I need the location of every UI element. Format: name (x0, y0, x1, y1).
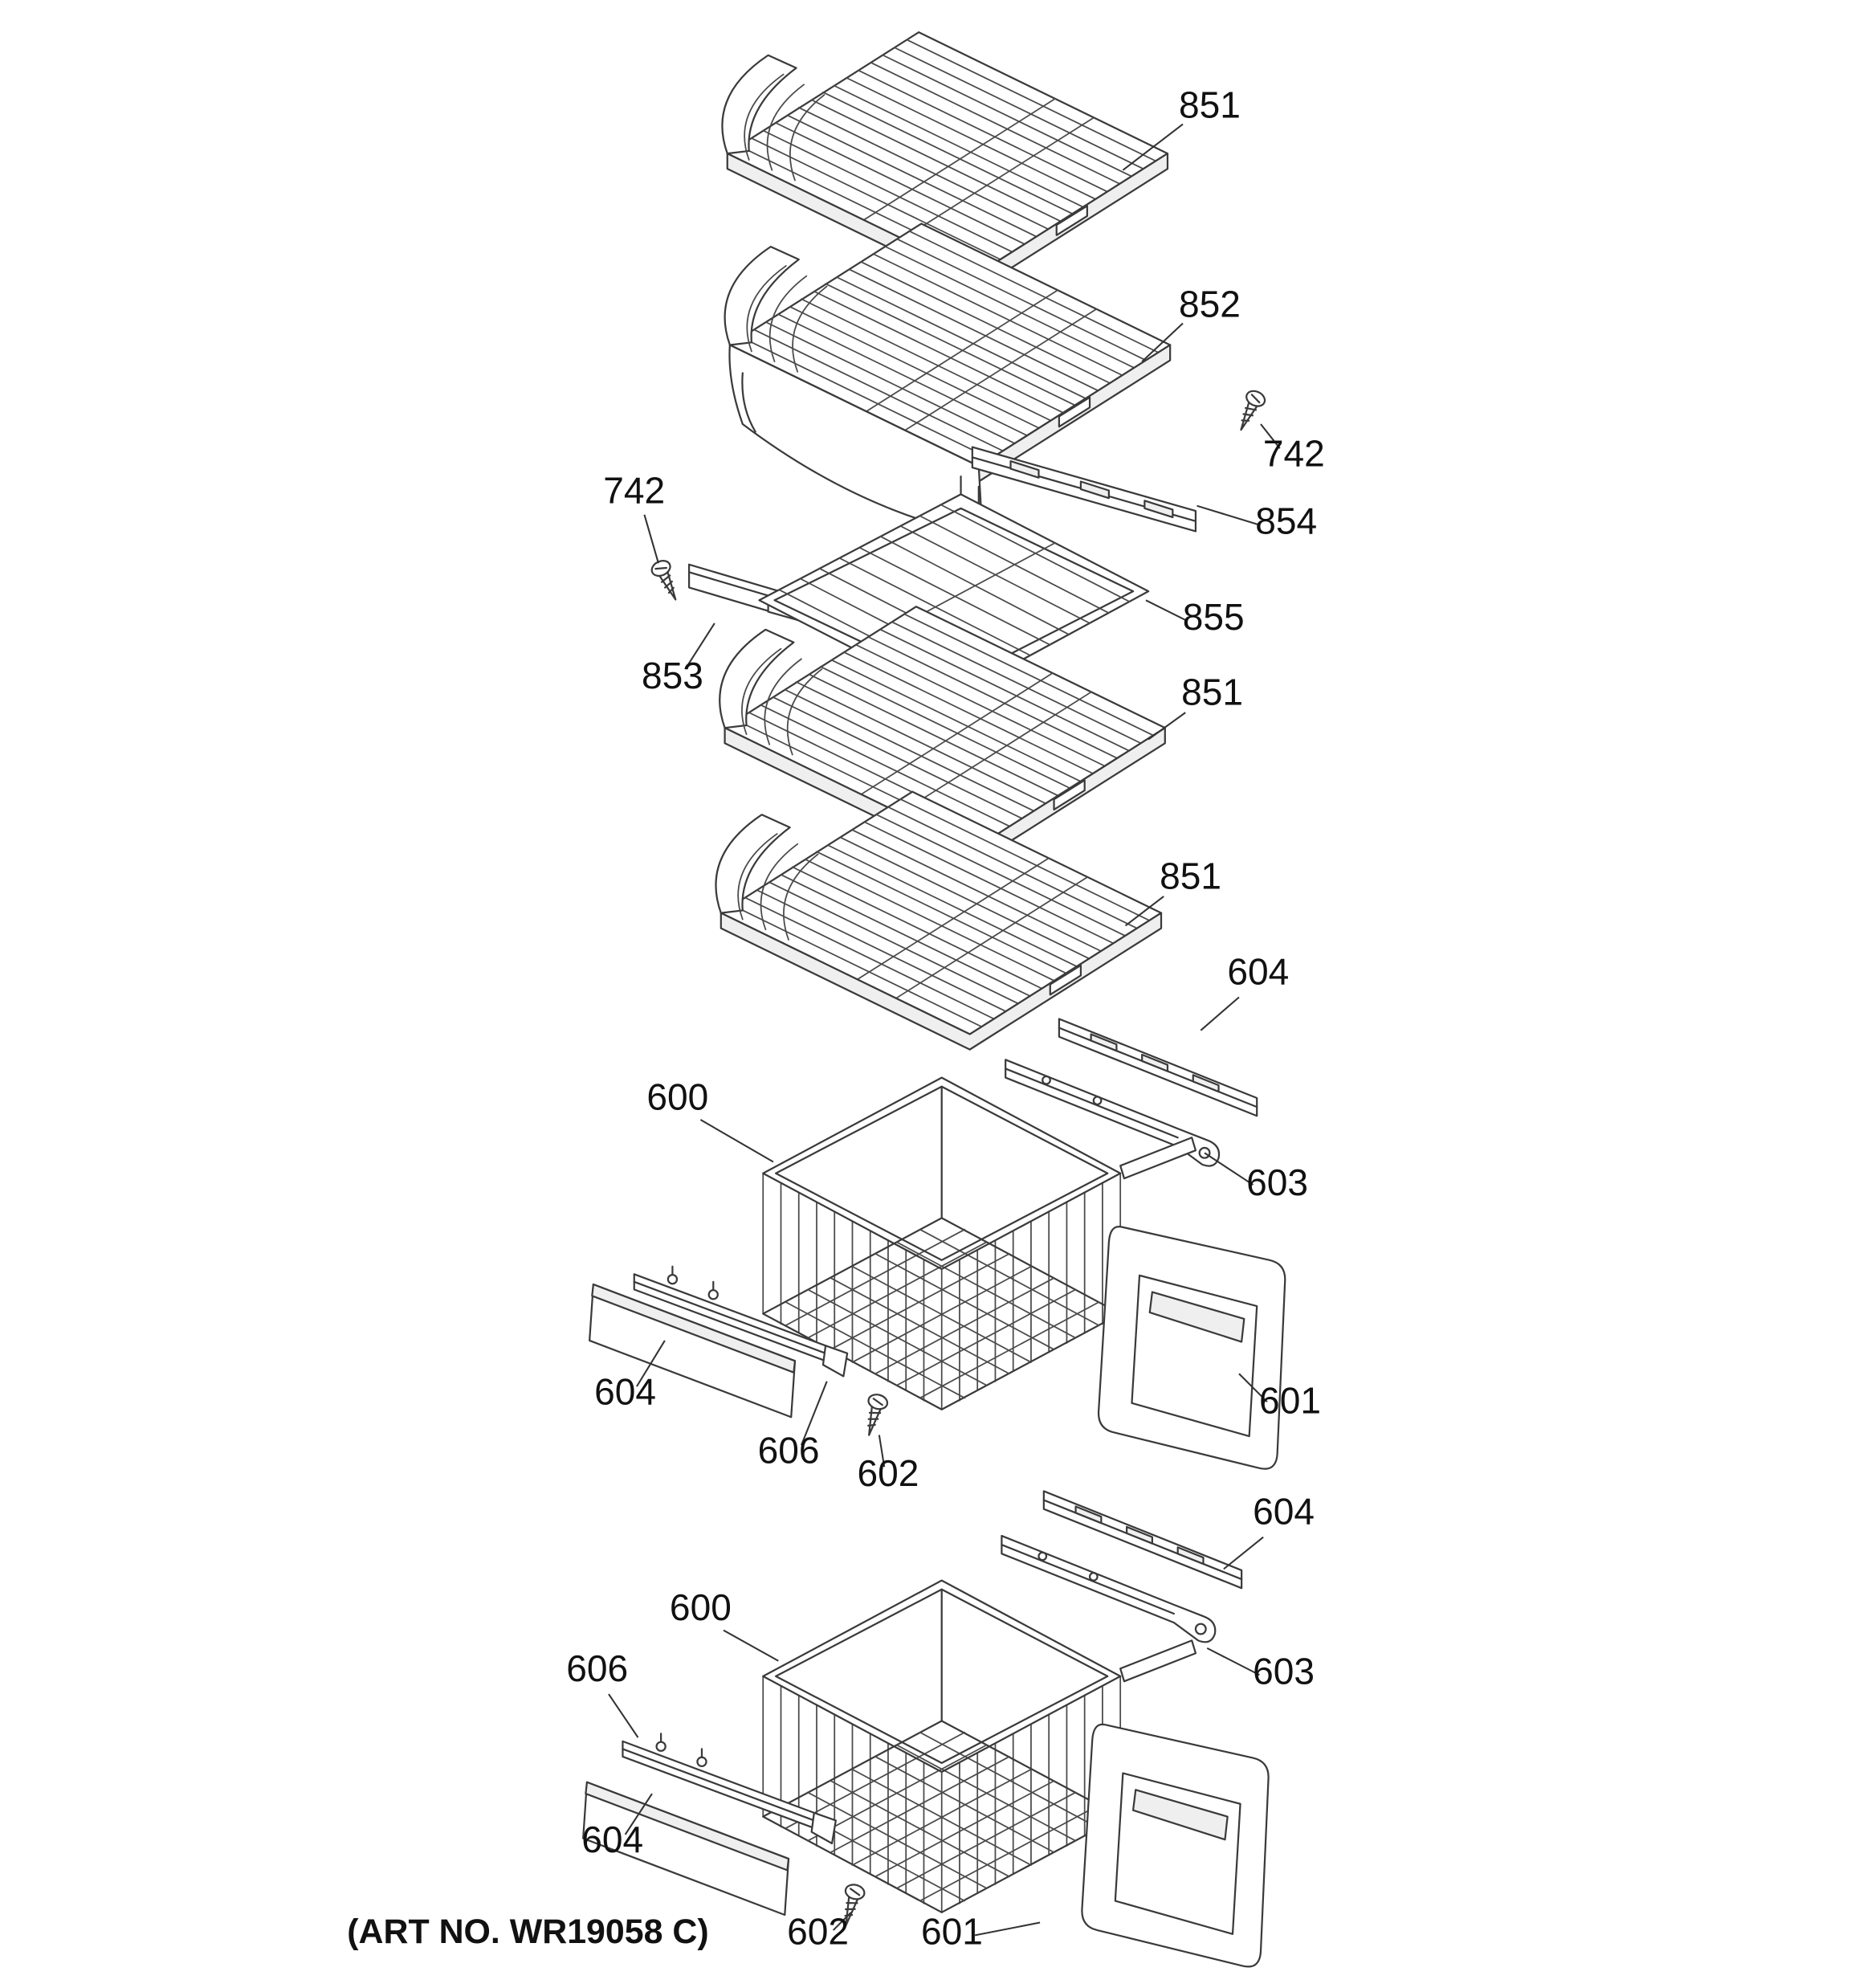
callout-606-19: 606 (566, 1647, 628, 1689)
callout-603-18: 603 (1253, 1650, 1315, 1692)
callout-855-4: 855 (1183, 596, 1245, 638)
callout-leader-600-10 (699, 1119, 774, 1163)
callout-600-17: 600 (670, 1586, 732, 1628)
callout-leader-851-7 (1148, 712, 1186, 741)
callout-851-8: 851 (1160, 855, 1221, 896)
callout-leader-601-22 (974, 1921, 1041, 1937)
callout-leader-600-17 (723, 1629, 779, 1662)
callout-layer: 851 852 742 854 855 742 853 851 851 604 600 603 604 6… (566, 84, 1325, 1953)
wire-basket-600-lower (762, 1579, 1122, 1913)
wire-shelf-851-bottom (715, 790, 1163, 1051)
callout-604-9: 604 (1227, 951, 1289, 993)
callout-603-11: 603 (1246, 1161, 1308, 1203)
callout-leader-601-15 (1238, 1373, 1268, 1402)
callout-606-13: 606 (758, 1429, 820, 1471)
callout-600-10: 600 (646, 1076, 708, 1117)
callout-851-7: 851 (1181, 672, 1243, 713)
drawer-front-601-upper (1097, 1225, 1286, 1470)
callout-leader-852-1 (1141, 322, 1184, 362)
callout-602-21: 602 (787, 1911, 849, 1953)
screw-742-left (648, 557, 686, 605)
callout-leader-602-14 (878, 1435, 886, 1468)
callout-leader-604-9 (1200, 996, 1240, 1031)
basket-bracket-lower (1119, 1639, 1197, 1683)
callout-leader-854-3 (1196, 504, 1260, 526)
callout-852-1: 852 (1179, 284, 1241, 325)
basket-bracket-upper (1119, 1137, 1197, 1180)
callout-leader-742-5 (643, 514, 659, 564)
drawer-front-601-lower (1081, 1723, 1270, 1968)
callout-leader-602-21 (832, 1912, 852, 1931)
callout-853-6: 853 (642, 655, 703, 696)
callout-854-3: 854 (1255, 500, 1317, 542)
callout-601-15: 601 (1259, 1379, 1321, 1421)
callout-601-22: 601 (921, 1911, 983, 1953)
callout-742-2: 742 (1263, 432, 1325, 474)
callout-leader-603-18 (1206, 1647, 1260, 1676)
screw-602-upper (858, 1391, 891, 1439)
art-number: (ART NO. WR19058 C) (347, 1912, 708, 1951)
callout-604-16: 604 (1253, 1491, 1315, 1533)
callout-602-14: 602 (858, 1452, 919, 1494)
callout-leader-604-12 (636, 1340, 666, 1387)
callout-leader-851-0 (1122, 123, 1184, 171)
callout-leader-604-20 (624, 1793, 653, 1835)
callout-604-12: 604 (594, 1370, 656, 1412)
callout-851-0: 851 (1179, 84, 1241, 126)
callout-leader-606-13 (800, 1381, 828, 1446)
callout-leader-855-4 (1145, 599, 1188, 622)
callout-leader-742-2 (1260, 423, 1281, 449)
callout-leader-603-11 (1204, 1152, 1254, 1186)
callout-leader-851-8 (1124, 896, 1164, 927)
callout-leader-604-16 (1223, 1536, 1264, 1570)
wire-basket-600-upper (762, 1076, 1122, 1410)
callout-604-20: 604 (581, 1819, 643, 1860)
callout-742-5: 742 (603, 470, 665, 512)
callout-leader-606-19 (608, 1693, 639, 1738)
callout-leader-853-6 (684, 623, 715, 670)
